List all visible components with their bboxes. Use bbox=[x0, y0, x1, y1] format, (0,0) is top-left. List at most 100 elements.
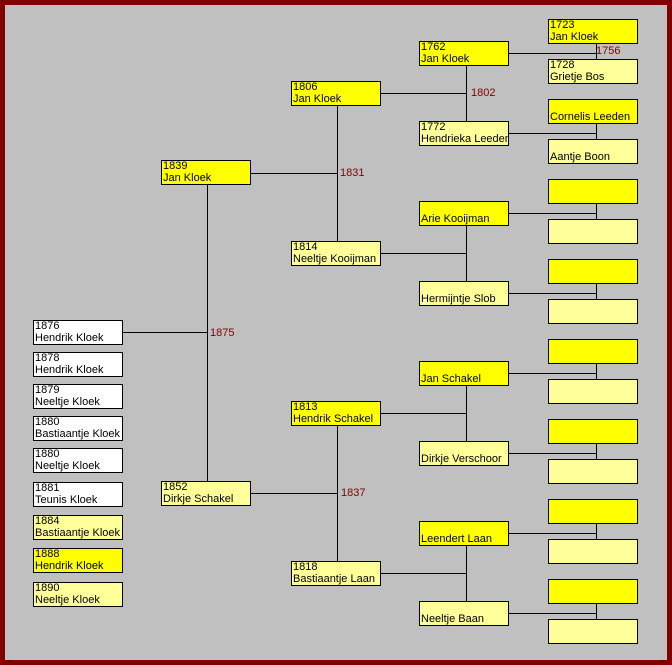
ancestor-box[interactable] bbox=[548, 219, 638, 244]
person-name: Leendert Laan bbox=[421, 532, 492, 545]
person-year: 1762 bbox=[421, 41, 446, 53]
ancestor-box[interactable] bbox=[548, 299, 638, 324]
ancestor-box[interactable] bbox=[548, 339, 638, 364]
person-name bbox=[550, 192, 637, 204]
person-name bbox=[550, 432, 637, 444]
connector-line bbox=[380, 93, 466, 94]
person-year bbox=[550, 260, 637, 272]
person-name: Bastiaantje Laan bbox=[293, 572, 375, 585]
person-name: Hendrik Kloek bbox=[35, 559, 104, 572]
connector-line bbox=[466, 386, 467, 441]
person-year bbox=[550, 180, 637, 192]
connector-line bbox=[207, 185, 208, 481]
person-name bbox=[550, 632, 637, 644]
person-year bbox=[421, 362, 508, 374]
person-name: Bastiaantje Kloek bbox=[35, 526, 120, 539]
ancestor-box[interactable] bbox=[548, 179, 638, 204]
connector-line bbox=[508, 133, 596, 134]
person-year bbox=[421, 282, 508, 294]
ancestor-box[interactable]: Cornelis Leeden bbox=[548, 99, 638, 124]
person-year: 1813 bbox=[293, 401, 318, 413]
person-name bbox=[550, 352, 637, 364]
person-name: Hendrik Kloek bbox=[35, 331, 104, 344]
connector-line bbox=[508, 533, 596, 534]
person-year: 1880 bbox=[35, 448, 60, 460]
ancestor-box[interactable]: Leendert Laan bbox=[419, 521, 509, 546]
ancestor-box[interactable]: Aantje Boon bbox=[548, 139, 638, 164]
connector-line bbox=[337, 426, 338, 561]
ancestor-box[interactable] bbox=[548, 419, 638, 444]
person-year: 1839 bbox=[163, 160, 188, 172]
ancestor-box[interactable]: Neeltje Baan bbox=[419, 601, 509, 626]
person-year: 1814 bbox=[293, 241, 318, 253]
person-year: 1879 bbox=[35, 384, 60, 396]
person-name: Neeltje Kloek bbox=[35, 459, 100, 472]
ancestor-box[interactable] bbox=[548, 259, 638, 284]
ancestor-box[interactable]: Arie Kooijman bbox=[419, 201, 509, 226]
person-year: 1806 bbox=[293, 81, 318, 93]
ancestor-box[interactable] bbox=[548, 579, 638, 604]
person-year bbox=[550, 540, 637, 552]
person-year bbox=[550, 340, 637, 352]
person-year bbox=[550, 140, 637, 152]
person-name bbox=[550, 472, 637, 484]
connector-line bbox=[596, 524, 597, 539]
person-name: Grietje Bos bbox=[550, 70, 605, 83]
person-year bbox=[421, 442, 508, 454]
ancestor-box[interactable] bbox=[548, 499, 638, 524]
connector-line bbox=[508, 613, 596, 614]
ancestor-box[interactable]: Hermijntje Slob bbox=[419, 281, 509, 306]
connector-line bbox=[596, 284, 597, 299]
ancestor-box[interactable] bbox=[548, 539, 638, 564]
person-year: 1884 bbox=[35, 515, 60, 527]
ancestor-box[interactable] bbox=[548, 619, 638, 644]
person-year: 1723 bbox=[550, 19, 575, 31]
person-year: 1880 bbox=[35, 416, 60, 428]
person-year bbox=[550, 500, 637, 512]
connector-line bbox=[466, 546, 467, 601]
person-name: Hendrik Schakel bbox=[293, 412, 374, 425]
person-year: 1772 bbox=[421, 121, 446, 133]
person-name: Jan Kloek bbox=[163, 171, 212, 184]
person-year bbox=[421, 602, 508, 614]
connector-line bbox=[466, 226, 467, 281]
person-year: 1890 bbox=[35, 582, 60, 594]
person-year bbox=[550, 460, 637, 472]
connector-line bbox=[380, 413, 466, 414]
ancestor-box[interactable] bbox=[548, 379, 638, 404]
marriage-year: 1756 bbox=[596, 45, 621, 57]
person-name: Hendrik Kloek bbox=[35, 363, 104, 376]
connector-line bbox=[508, 213, 596, 214]
marriage-year: 1802 bbox=[471, 87, 496, 99]
connector-line bbox=[122, 332, 207, 333]
ancestor-box[interactable]: Dirkje Verschoor bbox=[419, 441, 509, 466]
person-name: Arie Kooijman bbox=[421, 212, 490, 225]
person-name bbox=[550, 552, 637, 564]
person-name bbox=[550, 232, 637, 244]
ancestor-box[interactable] bbox=[548, 459, 638, 484]
ancestor-box[interactable]: Jan Schakel bbox=[419, 361, 509, 386]
person-year bbox=[550, 620, 637, 632]
person-year: 1888 bbox=[35, 548, 60, 560]
person-name: Neeltje Kloek bbox=[35, 593, 100, 606]
person-year bbox=[421, 522, 508, 534]
